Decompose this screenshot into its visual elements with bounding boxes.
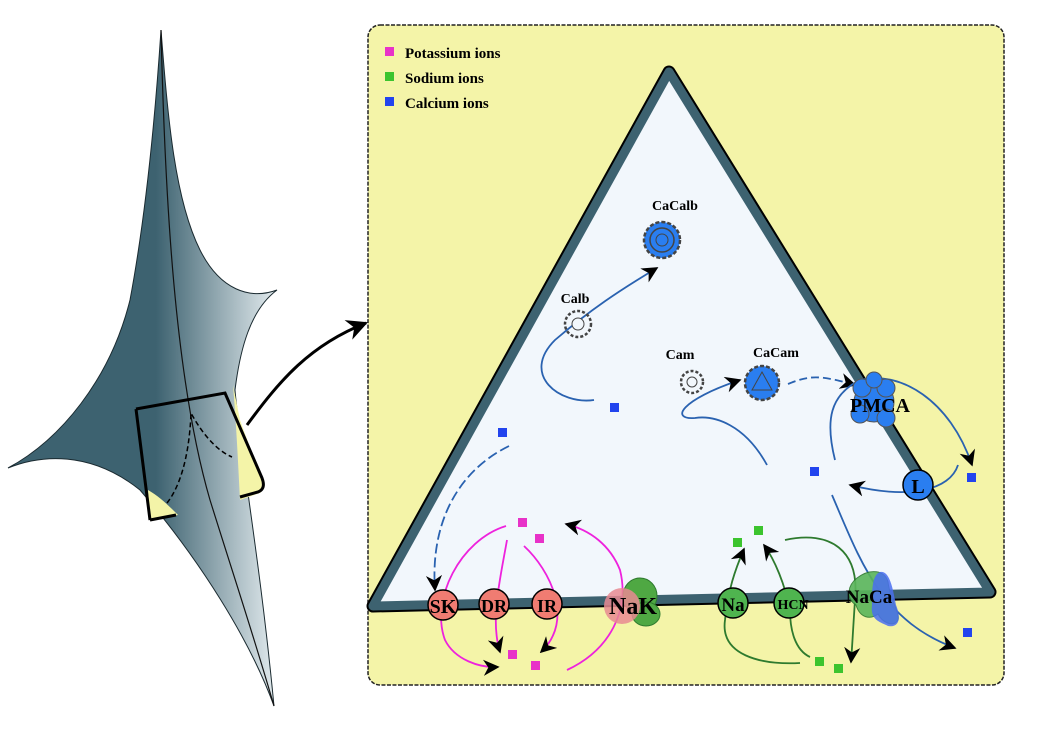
channel-ir[interactable]: IR [531, 588, 563, 620]
label-naca: NaCa [846, 587, 893, 608]
legend-swatch-calcium [385, 97, 394, 106]
legend: Potassium ions Sodium ions Calcium ions [385, 46, 501, 112]
label-l: L [911, 476, 924, 498]
pump-pmca[interactable]: PMCA [850, 371, 911, 428]
flux-ca-to-cam [681, 376, 768, 466]
potassium-ion [535, 534, 544, 543]
channel-hcn[interactable]: HCN [773, 587, 809, 619]
flux-ca-to-sk [425, 445, 510, 592]
label-pmca: PMCA [850, 395, 911, 417]
label-hcn: HCN [777, 598, 808, 613]
zoom-arrow [245, 320, 368, 426]
exchanger-naca[interactable]: NaCa [846, 571, 899, 627]
zoom-region-dashed [166, 410, 233, 504]
label-calb: Calb [561, 292, 590, 307]
label-dr: DR [481, 596, 508, 616]
legend-label-potassium: Potassium ions [405, 46, 501, 62]
sodium-ion [733, 538, 742, 547]
label-ir: IR [537, 596, 558, 616]
buffer-calb: Calb [561, 292, 593, 339]
buffer-cacam: CaCam [743, 346, 799, 402]
calcium-ion [498, 428, 507, 437]
channel-l[interactable]: L [902, 469, 934, 501]
sodium-ion [815, 657, 824, 666]
buffer-cacalb: CaCalb [642, 199, 698, 260]
label-sk: SK [430, 596, 457, 618]
legend-label-sodium: Sodium ions [405, 71, 484, 87]
label-na: Na [721, 595, 745, 616]
label-cam: Cam [666, 348, 695, 363]
zoom-region-box [134, 391, 265, 522]
sodium-ion [754, 526, 763, 535]
flux-cacam-to-pmca [787, 373, 857, 389]
flux-k-nak [564, 519, 624, 671]
legend-label-calcium: Calcium ions [405, 96, 489, 112]
flux-ca-to-calb [540, 267, 659, 402]
potassium-ion [508, 650, 517, 659]
neuron-axis-line [160, 29, 275, 707]
channel-na[interactable]: Na [717, 587, 749, 619]
calcium-ion [610, 403, 619, 412]
legend-swatch-potassium [385, 47, 394, 56]
channel-dr[interactable]: DR [478, 588, 510, 620]
label-cacalb: CaCalb [652, 199, 698, 214]
legend-swatch-sodium [385, 72, 394, 81]
calcium-ion [963, 628, 972, 637]
potassium-ion [518, 518, 527, 527]
neuron-body [7, 29, 278, 707]
calcium-ion [967, 473, 976, 482]
label-nak: NaK [609, 594, 657, 620]
channel-sk[interactable]: SK [427, 589, 459, 621]
sodium-ion [834, 664, 843, 673]
zoom-region-yellow-left [148, 490, 178, 520]
pump-nak[interactable]: NaK [604, 577, 661, 627]
label-cacam: CaCam [753, 346, 799, 361]
neuron-soma [7, 29, 368, 707]
buffer-cam: Cam [666, 348, 705, 395]
ions [498, 403, 976, 673]
calcium-ion [810, 467, 819, 476]
flux-k-sk [440, 525, 507, 676]
cell-membrane-inner [368, 67, 995, 611]
potassium-ion [531, 661, 540, 670]
flux-na-in [723, 547, 801, 665]
